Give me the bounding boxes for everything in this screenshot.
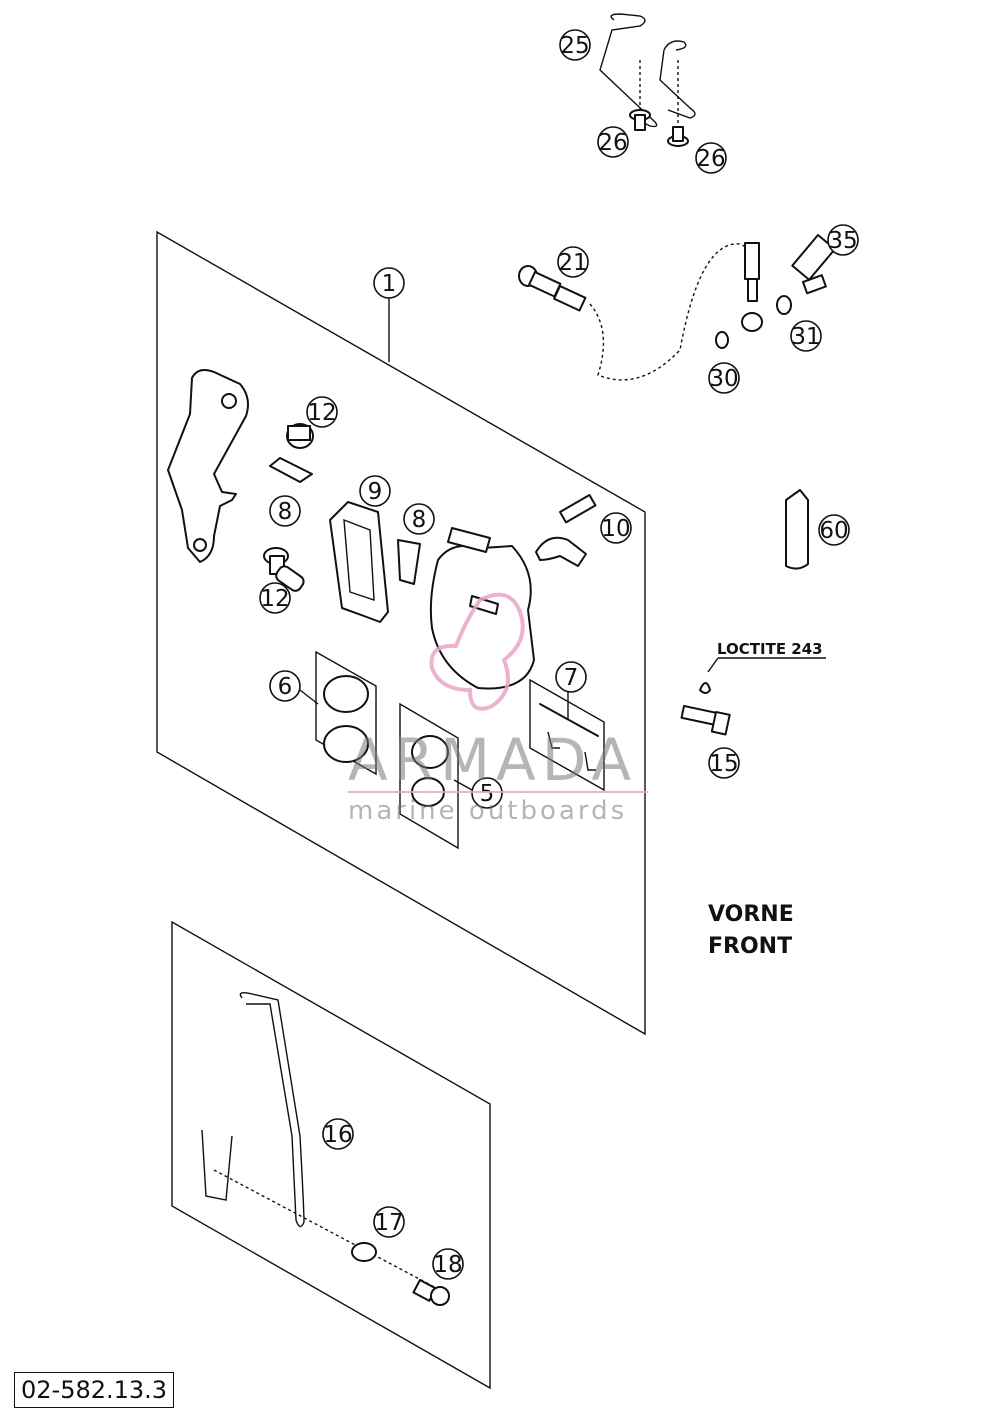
- svg-text:35: 35: [828, 228, 857, 254]
- wire-clip-part-25: [599, 13, 696, 132]
- seal-upper: [411, 735, 449, 769]
- callout-16: 16: [322, 1118, 354, 1150]
- svg-text:1: 1: [382, 271, 397, 297]
- bleed-valve-part-10: [535, 494, 597, 567]
- svg-text:12: 12: [260, 586, 289, 612]
- svg-text:9: 9: [368, 479, 383, 505]
- wire-guide-part-16: [239, 991, 305, 1228]
- watermark-logo-mark: [348, 592, 648, 793]
- callout-31: 31: [790, 320, 822, 352]
- callout-7: 7: [555, 661, 587, 693]
- svg-text:6: 6: [278, 674, 293, 700]
- pin-kit-clip-a: [547, 731, 560, 749]
- caliper-pin-upper: [447, 527, 491, 553]
- brake-line-part-21: [518, 242, 763, 381]
- leader-6: [299, 689, 319, 705]
- pin-kit-card-part-7: [529, 678, 605, 792]
- washer-part-30: [715, 331, 729, 349]
- guide-pin-part-12-top: [286, 423, 314, 449]
- bolt-part-15: [680, 682, 731, 736]
- washer-part-31: [776, 295, 792, 315]
- svg-text:17: 17: [374, 1210, 403, 1236]
- washer-part-17: [351, 1242, 377, 1262]
- svg-text:16: 16: [323, 1122, 352, 1148]
- pin-kit-clip-b: [584, 751, 596, 771]
- caliper-pin-lower: [469, 595, 499, 615]
- svg-text:60: 60: [819, 518, 848, 544]
- guide-pin-part-12-bottom: [263, 547, 305, 592]
- lower-dashed-axis: [213, 1169, 441, 1291]
- svg-text:10: 10: [601, 516, 630, 542]
- caliper-bracket: [167, 369, 249, 563]
- loctite-tube-part-60: [785, 489, 809, 570]
- callout-12-bottom: 12: [259, 582, 291, 614]
- piston-card-part-6: [315, 650, 377, 776]
- callout-17: 17: [373, 1206, 405, 1238]
- svg-text:18: 18: [433, 1252, 462, 1278]
- svg-text:26: 26: [598, 130, 627, 156]
- svg-text:25: 25: [560, 33, 589, 59]
- watermark-tagline: marine outboards: [348, 796, 628, 826]
- brake-pad-lining: [343, 518, 375, 601]
- svg-text:12: 12: [307, 400, 336, 426]
- callout-18: 18: [432, 1248, 464, 1280]
- svg-text:30: 30: [709, 366, 738, 392]
- banjo-bolt-part-35: [791, 234, 836, 295]
- pad-clip-part-8-right: [397, 539, 421, 585]
- callout-10: 10: [600, 512, 632, 544]
- position-label-german: VORNE: [708, 902, 794, 927]
- svg-text:8: 8: [278, 499, 293, 525]
- callout-60: 60: [818, 514, 850, 546]
- svg-text:21: 21: [558, 250, 587, 276]
- callout-35: 35: [827, 224, 859, 256]
- callout-26-right: 26: [695, 142, 727, 174]
- svg-text:8: 8: [412, 507, 427, 533]
- bracket-hole-top: [221, 393, 237, 409]
- callout-6: 6: [269, 670, 301, 702]
- svg-text:7: 7: [564, 665, 579, 691]
- loctite-leader-line: [707, 657, 719, 673]
- callout-25: 25: [559, 29, 591, 61]
- loctite-note: LOCTITE 243: [717, 640, 823, 658]
- callout-15: 15: [708, 747, 740, 779]
- caliper-assembly-panel: [156, 230, 646, 1036]
- leader-5: [453, 779, 473, 791]
- watermark-brand: ARMADA: [348, 726, 638, 794]
- caliper-body: [429, 544, 535, 690]
- brake-pad-part-9: [329, 501, 389, 623]
- drawing-code: 02-582.13.3: [14, 1372, 175, 1408]
- svg-text:31: 31: [791, 324, 820, 350]
- screw-part-26-left: [629, 109, 651, 131]
- callout-1: 1: [373, 267, 405, 299]
- screw-part-26-right: [667, 126, 689, 147]
- pin-kit-rod: [539, 703, 599, 737]
- pad-clip-part-8-top: [269, 457, 313, 483]
- svg-text:26: 26: [696, 146, 725, 172]
- callout-12-top: 12: [306, 396, 338, 428]
- callout-8-left: 8: [269, 495, 301, 527]
- svg-text:15: 15: [709, 751, 738, 777]
- fork-leg-outline: [201, 1129, 233, 1201]
- callout-9: 9: [359, 475, 391, 507]
- svg-text:5: 5: [480, 781, 495, 807]
- lower-bracket-panel: [171, 920, 491, 1390]
- seal-card-part-5: [399, 702, 459, 850]
- callout-30: 30: [708, 362, 740, 394]
- piston-upper: [323, 675, 369, 713]
- position-label-english: FRONT: [708, 934, 793, 959]
- bolt-part-18: [412, 1279, 450, 1306]
- piston-lower: [323, 725, 369, 763]
- callout-8-right: 8: [403, 503, 435, 535]
- bracket-hole-bottom: [193, 538, 207, 552]
- callout-26-left: 26: [597, 126, 629, 158]
- callout-21: 21: [557, 246, 589, 278]
